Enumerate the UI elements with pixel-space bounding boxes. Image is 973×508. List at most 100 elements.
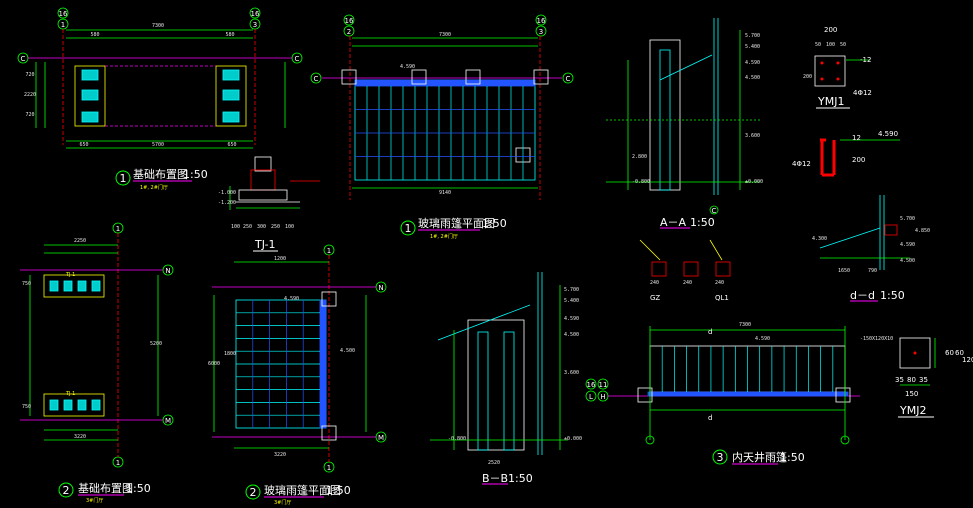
svg-text:-0.800: -0.800 — [448, 436, 466, 442]
svg-text:4.850: 4.850 — [915, 228, 930, 234]
svg-text:YMJ1: YMJ1 — [817, 95, 844, 108]
svg-text:1:50: 1:50 — [880, 289, 905, 302]
svg-text:1: 1 — [327, 247, 331, 255]
svg-text:4.590: 4.590 — [745, 60, 760, 66]
svg-text:1:50: 1:50 — [326, 484, 351, 497]
svg-text:-1.200: -1.200 — [218, 200, 236, 206]
inner-courtyard-canopy-ribs — [661, 346, 834, 392]
svg-text:720: 720 — [25, 112, 34, 118]
svg-text:50: 50 — [815, 42, 821, 48]
svg-text:M: M — [165, 417, 171, 425]
svg-text:±0.000: ±0.000 — [564, 436, 582, 442]
svg-text:1:50: 1:50 — [126, 482, 151, 495]
svg-text:35: 35 — [919, 376, 928, 384]
svg-text:3#门厅: 3#门厅 — [274, 499, 291, 506]
foundation-plan-2: 1 1 N M — [20, 222, 174, 468]
svg-text:12: 12 — [852, 134, 861, 142]
foundation-plan-2-text: 2250 5200 3220 750 750 TJ-1 TJ-1 2 基础布置图… — [22, 238, 162, 504]
glass-canopy-plan-2-ribs — [236, 300, 320, 428]
section-a-a: C — [606, 18, 760, 215]
svg-text:200: 200 — [803, 74, 812, 80]
svg-text:4.590: 4.590 — [755, 336, 770, 342]
svg-text:2: 2 — [347, 28, 351, 36]
svg-text:2520: 2520 — [488, 460, 500, 466]
svg-text:16: 16 — [251, 10, 260, 18]
svg-text:1800: 1800 — [224, 351, 236, 357]
svg-text:N: N — [378, 284, 383, 292]
svg-text:N: N — [165, 267, 170, 275]
svg-text:6000: 6000 — [208, 361, 220, 367]
svg-text:1: 1 — [116, 459, 120, 467]
svg-text:4.590: 4.590 — [284, 296, 299, 302]
svg-text:2: 2 — [63, 484, 70, 497]
svg-text:YMJ2: YMJ2 — [899, 404, 926, 417]
svg-text:TJ-1: TJ-1 — [65, 272, 75, 278]
svg-text:1:50: 1:50 — [482, 217, 507, 230]
ymj2-text: -150X120X10 60 60 120 35 80 35 150 YMJ2 — [860, 336, 973, 418]
svg-text:1200: 1200 — [274, 256, 286, 262]
foundation-plan-1-dims: 7300 580 580 5700 650 650 720 2220 720 — [24, 23, 237, 148]
svg-text:5200: 5200 — [150, 341, 162, 347]
section-b-b-text: 5.700 5.400 4.590 4.500 3.600 ±0.000 -0.… — [448, 287, 582, 485]
svg-text:60: 60 — [945, 349, 954, 357]
svg-text:7300: 7300 — [739, 322, 751, 328]
svg-text:9140: 9140 — [439, 190, 451, 196]
foundation-plan-1-title: 1 基础布置图 1:50 1#, 2#门厅 — [115, 168, 208, 191]
svg-text:-1.000: -1.000 — [218, 190, 236, 196]
svg-text:3220: 3220 — [274, 452, 286, 458]
svg-text:C: C — [314, 75, 319, 83]
svg-text:-150X120X10: -150X120X10 — [860, 336, 893, 342]
svg-text:100: 100 — [285, 224, 294, 230]
drawing-number: 1 — [120, 172, 127, 185]
svg-text:790: 790 — [868, 268, 877, 274]
inner-courtyard-canopy-text: 7300 4.590 d d 3 内天井雨篷 1:50 — [708, 322, 805, 465]
svg-text:QL1: QL1 — [715, 294, 729, 302]
svg-text:250: 250 — [243, 224, 252, 230]
svg-text:1:50: 1:50 — [508, 472, 533, 485]
glass-canopy-plan-1: 16 2 16 3 C C — [310, 14, 574, 200]
svg-text:250: 250 — [271, 224, 280, 230]
svg-text:3.600: 3.600 — [564, 370, 579, 376]
svg-text:1: 1 — [116, 225, 120, 233]
svg-text:1: 1 — [61, 21, 65, 29]
svg-text:11: 11 — [599, 381, 608, 389]
section-b-b — [430, 272, 568, 455]
svg-text:4.590: 4.590 — [564, 316, 579, 322]
svg-text:1: 1 — [327, 464, 331, 472]
svg-text:-12: -12 — [860, 56, 871, 64]
svg-text:750: 750 — [22, 404, 31, 410]
svg-text:150: 150 — [905, 390, 918, 398]
svg-text:720: 720 — [25, 72, 34, 78]
svg-text:240: 240 — [683, 280, 692, 286]
glass-canopy-plan-1-title: 1 玻璃雨篷平面图 1:50 1#, 2#门厅 — [400, 216, 507, 240]
glass-canopy-plan-1-ribs — [355, 86, 535, 180]
svg-text:d－d: d－d — [850, 289, 875, 302]
svg-text:80: 80 — [907, 376, 916, 384]
svg-text:1:50: 1:50 — [780, 451, 805, 464]
svg-text:650: 650 — [227, 142, 236, 148]
svg-text:2: 2 — [250, 486, 257, 499]
svg-text:1#, 2#门厅: 1#, 2#门厅 — [430, 233, 458, 240]
svg-text:16: 16 — [345, 17, 354, 25]
svg-text:16: 16 — [537, 17, 546, 25]
svg-text:玻璃雨篷平面图: 玻璃雨篷平面图 — [264, 483, 341, 497]
svg-text:4.500: 4.500 — [564, 332, 579, 338]
gz-ql1-text: GZ QL1 240 240 240 — [650, 280, 729, 302]
tj1-section: -1.000 -1.200 100 250 300 250 100 TJ-1 — [218, 156, 320, 252]
svg-text:580: 580 — [225, 32, 234, 38]
svg-text:200: 200 — [852, 156, 865, 164]
svg-text:-0.800: -0.800 — [632, 179, 650, 185]
svg-text:5.400: 5.400 — [745, 44, 760, 50]
svg-text:C: C — [712, 207, 717, 215]
svg-text:3.600: 3.600 — [745, 133, 760, 139]
section-a-a-levels: 5.700 5.400 4.590 4.500 3.600 2.800 ±0.0… — [632, 33, 763, 229]
svg-text:2250: 2250 — [74, 238, 86, 244]
svg-text:4Φ12: 4Φ12 — [853, 89, 872, 97]
svg-text:100: 100 — [231, 224, 240, 230]
svg-text:120: 120 — [962, 356, 973, 364]
svg-text:d: d — [708, 414, 712, 422]
svg-text:50: 50 — [840, 42, 846, 48]
svg-text:H: H — [600, 393, 605, 401]
svg-text:1:50: 1:50 — [690, 216, 715, 229]
svg-text:基础布置图: 基础布置图 — [78, 482, 133, 495]
